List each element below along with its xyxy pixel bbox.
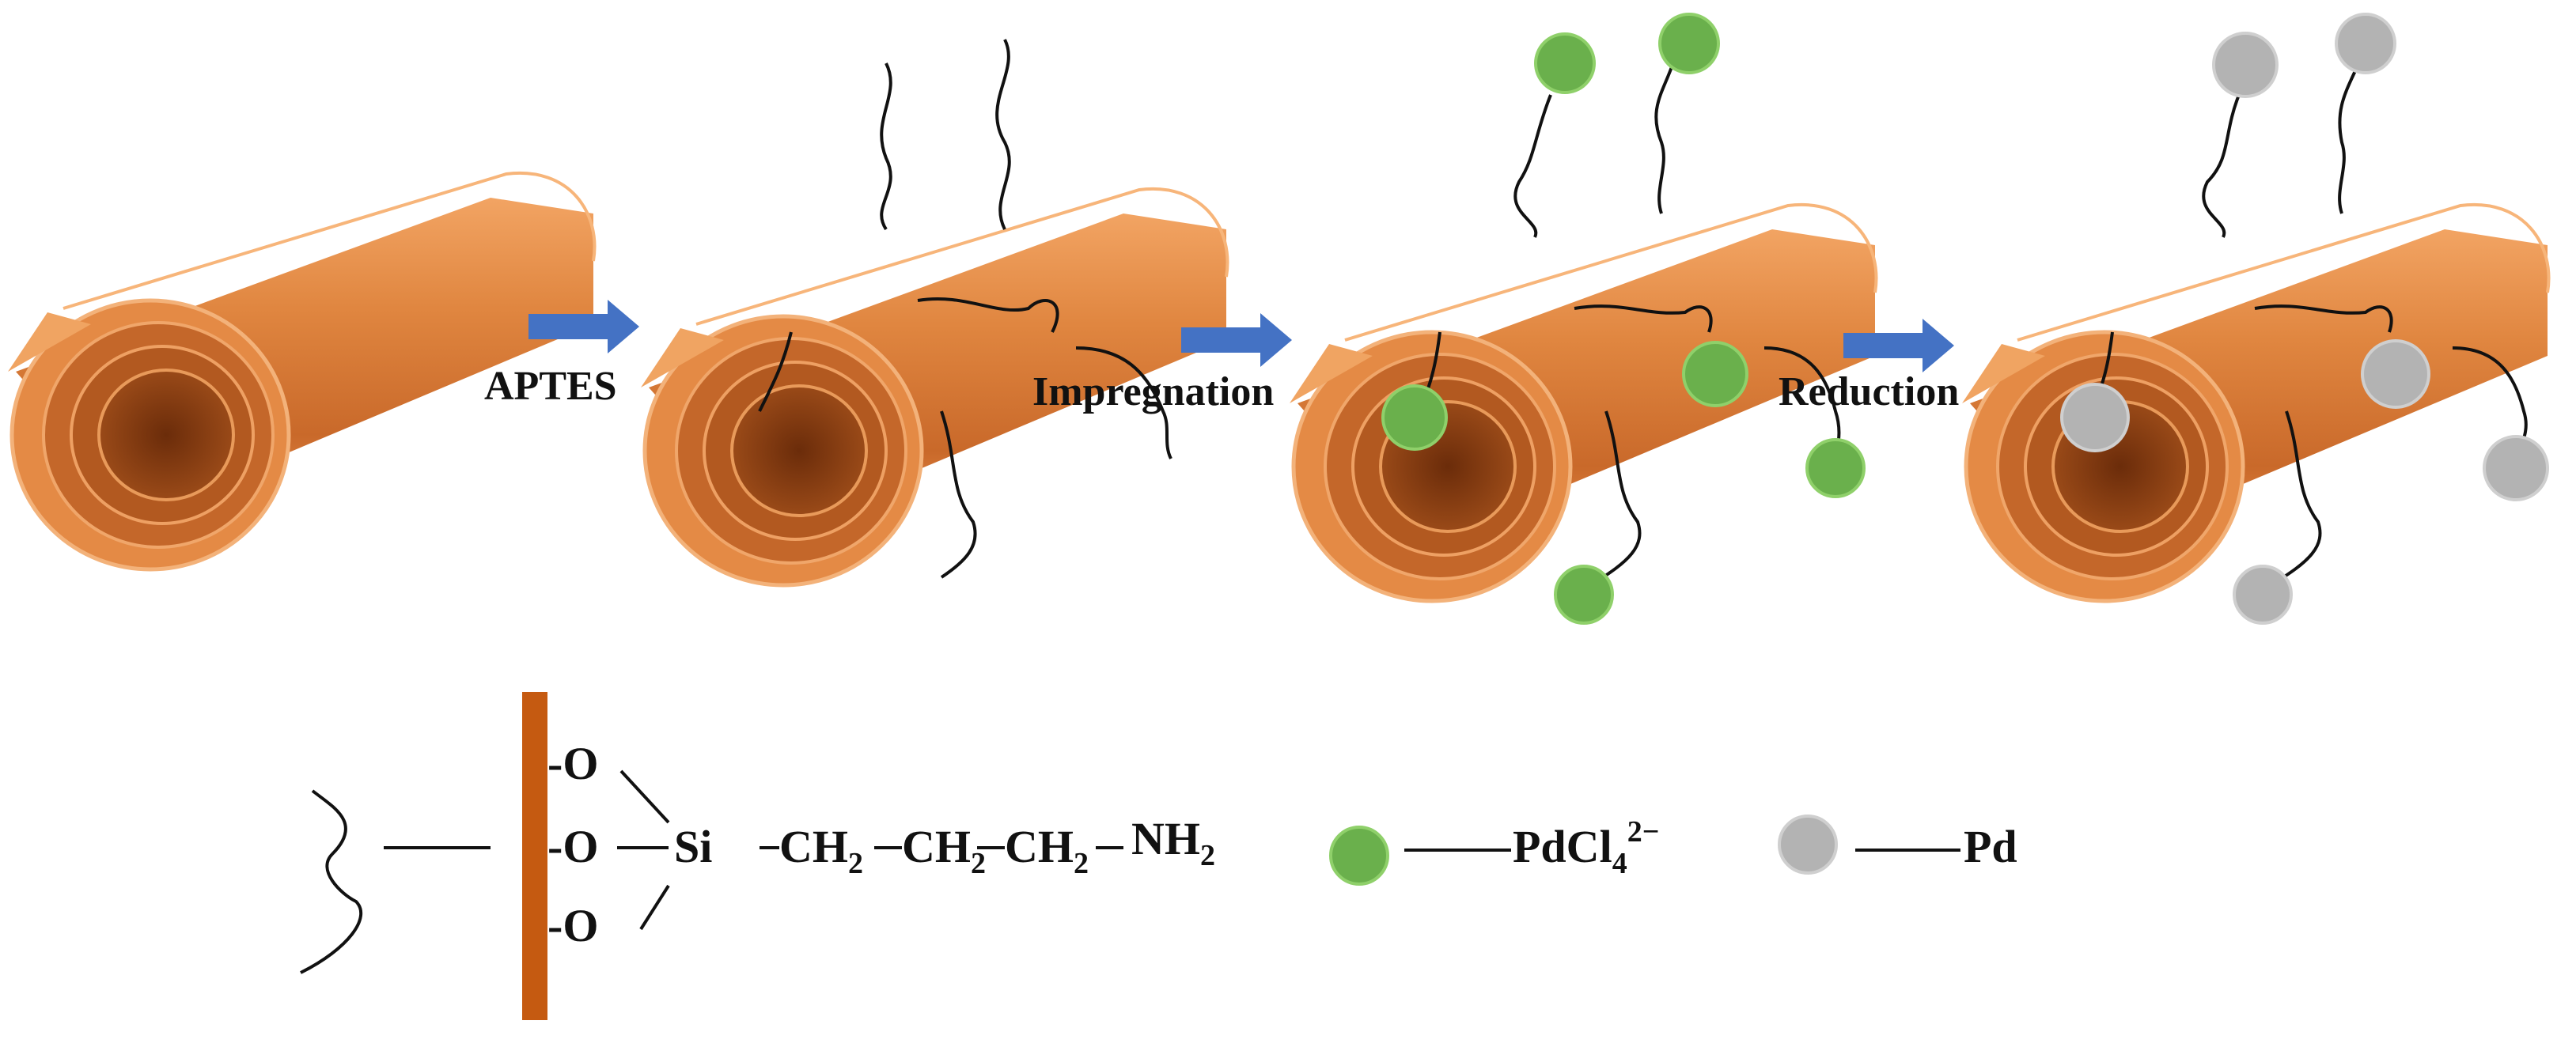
linker-nh2: NH2 <box>1131 813 1215 872</box>
pdcl4-particles <box>1381 13 1866 625</box>
pd-particle <box>2060 383 2130 452</box>
pd-particle <box>2212 32 2279 98</box>
aptes-chains-pd <box>2091 47 2528 587</box>
pdcl4-particle <box>1658 13 1720 74</box>
linker-chain-icon <box>300 789 363 974</box>
legend-pd: Pd <box>1778 815 2017 875</box>
pdcl4-legend-label: PdCl42− <box>1513 815 1659 880</box>
step-label-aptes: APTES <box>484 364 617 409</box>
linker-o-3: -O <box>547 900 598 951</box>
linker-ch2-3: CH2 <box>1005 821 1089 880</box>
pd-particle <box>2483 435 2549 501</box>
pd-particle <box>2361 339 2430 409</box>
legend-linker: -O -O -O Si CH2 CH2 CH2 NH2 <box>300 692 1215 1020</box>
pd-particle <box>2335 13 2396 74</box>
halloysite-tube-pdcl4 <box>1290 13 1877 625</box>
pd-legend-icon <box>1778 815 1838 875</box>
linker-ch2-2: CH2 <box>902 821 986 880</box>
pdcl4-particle <box>1805 438 1866 498</box>
pdcl4-particle <box>1554 565 1614 625</box>
pdcl4-particle <box>1534 32 1596 94</box>
halloysite-tube-pd <box>1962 13 2549 625</box>
pdcl4-legend-icon <box>1329 826 1389 886</box>
halloysite-tube-aptes <box>641 39 1228 585</box>
pd-legend-label: Pd <box>1964 821 2017 872</box>
pdcl4-particle <box>1381 384 1448 451</box>
pdcl4-particle <box>1682 341 1748 407</box>
pd-particle <box>2233 565 2293 625</box>
legend-pdcl4: PdCl42− <box>1329 815 1659 886</box>
step-label-reduction: Reduction <box>1779 369 1959 414</box>
linker-o-1: -O <box>547 738 598 789</box>
linker-ch2-1: CH2 <box>779 821 863 880</box>
linker-si: Si <box>674 821 712 872</box>
linker-o-2: -O <box>547 821 598 872</box>
surface-bar <box>522 692 547 1020</box>
step-label-impregnation: Impregnation <box>1032 369 1274 414</box>
aptes-chains <box>758 39 1172 579</box>
pd-particles <box>2060 13 2549 625</box>
